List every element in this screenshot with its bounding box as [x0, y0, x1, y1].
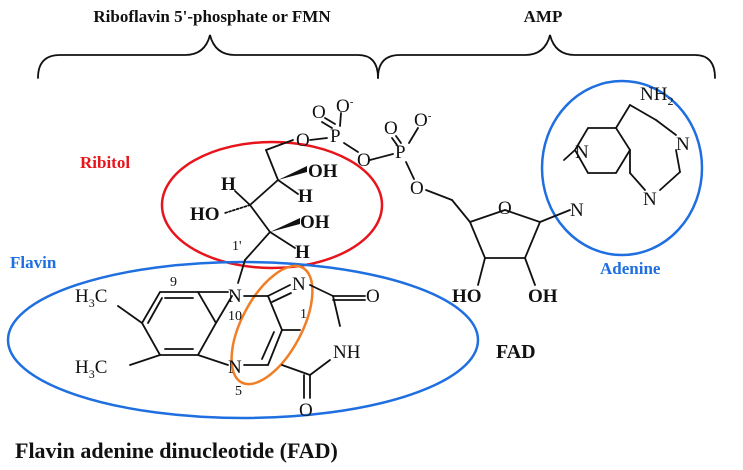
methyl-h3c: H3C [75, 286, 107, 310]
ribitol-chain: OH H H HO OH H 1' [190, 139, 338, 284]
atom-ho: HO [190, 204, 220, 225]
ribitol-label: Ribitol [80, 153, 130, 172]
atom-o: O [498, 198, 512, 219]
phosphate-1: O O- P O O [296, 96, 371, 171]
atom-oh: OH [528, 286, 558, 307]
atom-number-1: 1 [300, 307, 307, 322]
atom-n5: N [228, 357, 242, 378]
caption: Flavin adenine dinucleotide (FAD) [15, 438, 338, 463]
fmn-label: Riboflavin 5'-phosphate or FMN [93, 7, 331, 26]
n1-n5-highlight-ellipse [230, 264, 314, 386]
atom-n: N [676, 134, 690, 155]
atom-n: N [643, 189, 657, 210]
fad-label: FAD [496, 341, 536, 363]
atom-o: O [357, 150, 371, 171]
atom-n9-adenine: N [570, 200, 584, 221]
methyl-h3c: H3C [75, 357, 107, 381]
atom-number-10: 10 [228, 309, 242, 324]
atom-oh: OH [300, 212, 330, 233]
wedge-bond [270, 218, 300, 232]
atom-o: O [410, 178, 424, 199]
atom-nh: NH [333, 342, 361, 363]
atom-h: H [298, 186, 313, 207]
atom-number-5: 5 [235, 384, 242, 399]
atom-h: H [295, 242, 310, 263]
atom-o: O [299, 400, 313, 421]
amp-label: AMP [524, 7, 563, 26]
adenine-region-ellipse [540, 79, 704, 257]
atom-o: O [312, 102, 326, 123]
atom-o: O [384, 118, 398, 139]
atom-p: P [330, 126, 341, 147]
flavin-label: Flavin [10, 253, 57, 272]
phosphate-2: O O- P O [369, 110, 453, 201]
atom-oh: OH [308, 161, 338, 182]
adenine-ring: N N N N NH2 [563, 84, 690, 221]
atom-n1: N [292, 274, 306, 295]
fmn-brace [37, 34, 379, 79]
atom-nh2: NH2 [640, 84, 673, 108]
atom-number-9: 9 [170, 275, 177, 290]
atom-o: O [296, 130, 310, 151]
atom-o-minus: O- [414, 110, 432, 131]
amp-brace [377, 34, 716, 79]
atom-o-minus: O- [336, 96, 354, 117]
atom-number-1prime: 1' [232, 239, 242, 254]
atom-h: H [221, 174, 236, 195]
flavin-region-ellipse [6, 260, 480, 420]
ribitol-region-ellipse [160, 140, 384, 270]
adenine-label: Adenine [600, 259, 661, 278]
atom-n10: N [228, 286, 242, 307]
atom-n: N [575, 142, 589, 163]
flavin-ring: N N N O NH O H3C H3C 9 10 1 5 [75, 274, 380, 421]
wedge-bond [278, 166, 307, 180]
atom-p: P [395, 142, 406, 163]
atom-o: O [366, 286, 380, 307]
atom-ho: HO [452, 286, 482, 307]
ribose-ring: O HO OH [451, 198, 571, 307]
